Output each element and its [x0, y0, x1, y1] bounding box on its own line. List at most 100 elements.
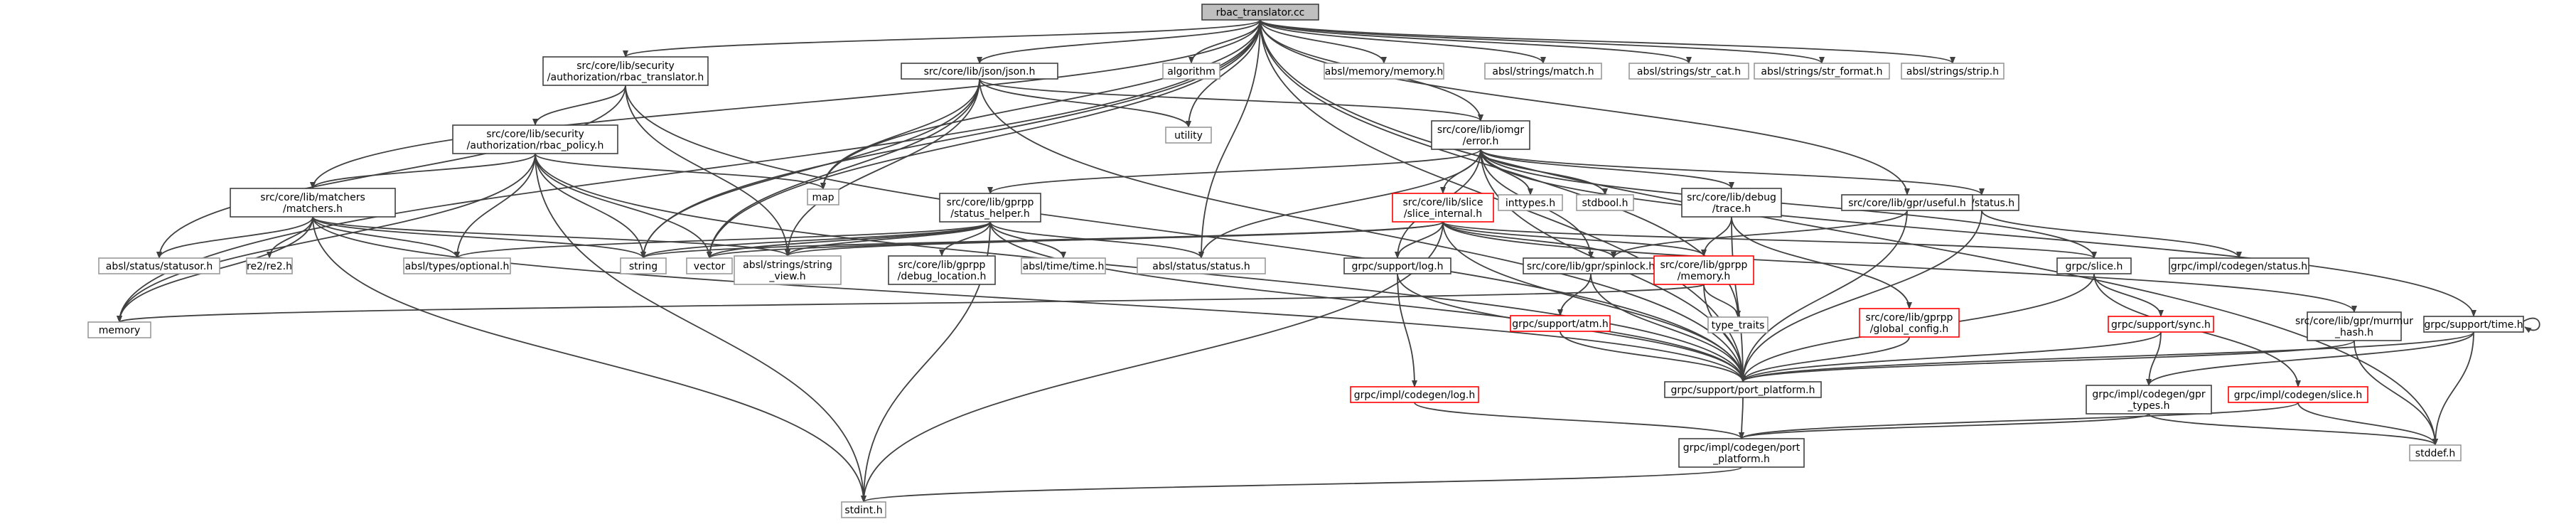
node-box [1343, 257, 1451, 274]
node-box [246, 257, 293, 274]
node-box [807, 188, 839, 205]
node-absl-string-view[interactable]: absl/strings/string_view.h [734, 255, 842, 285]
node-map[interactable]: map [807, 188, 839, 205]
edge-root-to-absl_str_format [1260, 19, 1825, 64]
node-label: grpc/impl/codegen/port [1683, 442, 1800, 454]
node-re2[interactable]: re2/re2.h [246, 257, 293, 274]
node-box [2056, 257, 2132, 274]
node-box [2307, 311, 2402, 341]
node-utility[interactable]: utility [1165, 127, 1212, 144]
node-label: src/core/lib/iomgr [1437, 124, 1525, 136]
node-label: vector [694, 261, 726, 272]
node-memory[interactable]: memory [87, 321, 151, 338]
edge-matchers_h-to-port_platform_h [312, 216, 1746, 383]
edge-slice_internal_h-to-stdint [861, 221, 1444, 503]
node-stdbool[interactable]: stdbool.h [1576, 194, 1634, 211]
node-error-h[interactable]: src/core/lib/iomgr/error.h [1431, 120, 1530, 150]
node-murmur-hash-h[interactable]: src/core/lib/gpr/murmur_hash.h [2295, 311, 2413, 341]
edge-root-to-rbac_translator_h [623, 19, 1261, 58]
node-label: _types.h [2127, 400, 2170, 412]
node-status-helper-h[interactable]: src/core/lib/gprpp/status_helper.h [939, 193, 1041, 223]
node-absl-memory[interactable]: absl/memory/memory.h [1324, 63, 1444, 80]
node-support-atm-h[interactable]: grpc/support/atm.h [1510, 315, 1611, 332]
node-vector[interactable]: vector [686, 257, 733, 274]
node-stdint[interactable]: stdint.h [841, 501, 886, 518]
edge-json_h-to-string [640, 78, 980, 259]
node-global-config-h[interactable]: src/core/lib/gprpp/global_config.h [1859, 308, 1960, 338]
node-matchers-h[interactable]: src/core/lib/matchers/matchers.h [230, 188, 396, 218]
node-label: grpc/support/atm.h [1512, 319, 1608, 330]
node-debug-trace-h[interactable]: src/core/lib/debug/trace.h [1681, 188, 1782, 218]
node-gpr-types-h[interactable]: grpc/impl/codegen/gpr_types.h [2086, 385, 2212, 415]
node-codegen-log-h[interactable]: grpc/impl/codegen/log.h [1350, 386, 1479, 403]
edge-port_platform_h-to-codegen_port_platform_h [1739, 397, 1745, 439]
node-absl-match[interactable]: absl/strings/match.h [1484, 63, 1602, 80]
node-label: /matchers.h [283, 203, 343, 215]
node-label: grpc/impl/codegen/gpr [2092, 389, 2206, 400]
node-codegen-port-platform-h[interactable]: grpc/impl/codegen/port_platform.h [1678, 438, 1805, 468]
edge-rbac_policy_h-to-memory [117, 153, 536, 323]
node-box [1510, 315, 1611, 332]
node-spinlock-h[interactable]: src/core/lib/gpr/spinlock.h [1523, 257, 1659, 274]
node-root[interactable]: rbac_translator.cc [1201, 4, 1319, 21]
node-box [1498, 194, 1563, 211]
edge-root-to-vector [707, 19, 1261, 259]
node-absl-str-cat[interactable]: absl/strings/str_cat.h [1628, 63, 1749, 80]
node-string[interactable]: string [620, 257, 667, 274]
node-absl-status[interactable]: absl/status/status.h [1137, 257, 1266, 274]
node-label: grpc/support/port_platform.h [1671, 385, 1815, 396]
node-useful-h[interactable]: src/core/lib/gpr/useful.h [1841, 194, 1973, 211]
node-support-sync-h[interactable]: grpc/support/sync.h [2108, 316, 2214, 333]
node-absl-str-format[interactable]: absl/strings/str_format.h [1754, 63, 1890, 80]
node-label: src/core/lib/security [486, 129, 584, 140]
node-rbac-policy-h[interactable]: src/core/lib/security/authorization/rbac… [452, 124, 618, 154]
node-type-traits[interactable]: type_traits [1707, 316, 1769, 333]
node-absl-statusor[interactable]: absl/status/statusor.h [98, 257, 220, 274]
edge-matchers_h-to-string [312, 216, 646, 259]
edge-useful_h-to-port_platform_h [1740, 210, 1908, 383]
node-label: grpc/impl/codegen/log.h [1354, 390, 1475, 401]
node-absl-time[interactable]: absl/time/time.h [1021, 257, 1106, 274]
edge-rbac_translator_h-to-absl_statusor [156, 85, 626, 259]
node-algorithm[interactable]: algorithm [1162, 63, 1220, 80]
node-support-time-h[interactable]: grpc/support/time.h [2423, 316, 2524, 333]
node-label: grpc/support/time.h [2424, 319, 2523, 331]
edge-codegen_log_h-to-codegen_port_platform_h [1414, 402, 1744, 439]
node-box [403, 257, 511, 274]
node-json-h[interactable]: src/core/lib/json/json.h [901, 63, 1058, 80]
node-label: absl/strings/match.h [1492, 66, 1594, 77]
node-stddef[interactable]: stddef.h [2409, 444, 2462, 461]
node-label: stdbool.h [1582, 198, 1628, 209]
edge-root-to-json_h [977, 19, 1261, 64]
edge-error_h-to-debug_trace_h [1480, 149, 1734, 189]
node-label: src/core/lib/gpr/murmur [2295, 316, 2413, 327]
node-label: stdint.h [844, 505, 882, 516]
node-label: type_traits [1712, 320, 1765, 331]
node-debug-location-h[interactable]: src/core/lib/gprpp/debug_location.h [888, 255, 996, 285]
node-slice-internal-h[interactable]: src/core/lib/slice/slice_internal.h [1392, 193, 1494, 223]
node-box [98, 257, 220, 274]
node-rbac-translator-h[interactable]: src/core/lib/security/authorization/rbac… [542, 56, 709, 86]
node-label: /memory.h [1678, 271, 1731, 282]
node-absl-strip[interactable]: absl/strings/strip.h [1901, 63, 2005, 80]
node-gprpp-memory-h[interactable]: src/core/lib/gprpp/memory.h [1653, 255, 1754, 285]
edge-error_h-to-support_time_h [1480, 149, 2476, 317]
node-grpc-slice-h[interactable]: grpc/slice.h [2056, 257, 2132, 274]
node-codegen-slice-h[interactable]: grpc/impl/codegen/slice.h [2228, 386, 2368, 403]
node-label: memory [99, 325, 141, 336]
node-codegen-status-h[interactable]: grpc/impl/codegen/status.h [2169, 257, 2309, 274]
node-absl-optional[interactable]: absl/types/optional.h [403, 257, 511, 274]
node-box [1137, 257, 1266, 274]
node-label: _view.h [768, 271, 805, 282]
node-inttypes[interactable]: inttypes.h [1498, 194, 1563, 211]
edge-json_h-to-vector [707, 78, 980, 259]
node-label: /error.h [1463, 136, 1499, 147]
node-port-platform-h[interactable]: grpc/support/port_platform.h [1664, 381, 1822, 398]
node-label: utility [1174, 130, 1203, 141]
edge-matchers_h-to-absl_optional [312, 216, 460, 259]
edge-grpc_status_h-to-codegen_status_h [1981, 210, 2242, 259]
node-label: src/core/lib/gprpp [1866, 312, 1953, 324]
node-support-log-h[interactable]: grpc/support/log.h [1343, 257, 1451, 274]
edge-debug_trace_h-to-port_platform_h [1731, 216, 1746, 383]
node-label: inttypes.h [1506, 198, 1555, 209]
